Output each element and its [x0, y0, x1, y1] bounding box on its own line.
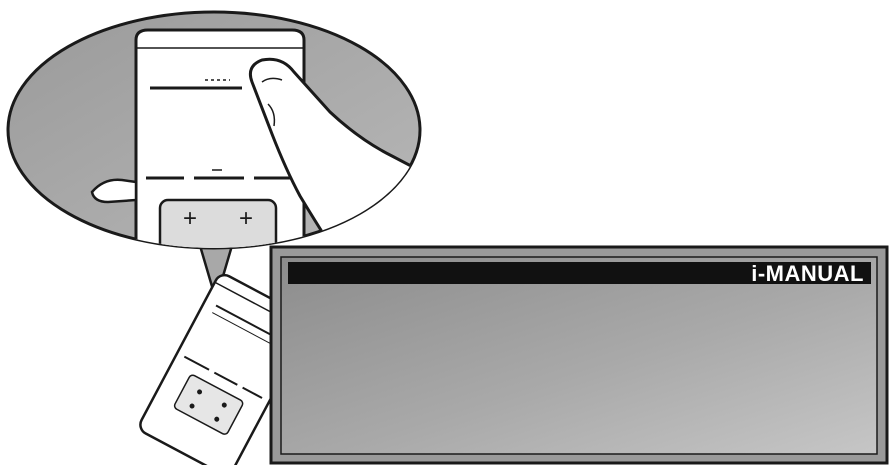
plus-button-left: + [183, 205, 197, 232]
i-manual-banner-text: i-MANUAL [751, 261, 864, 286]
tv-screen [281, 257, 877, 454]
television: i-MANUAL [271, 247, 887, 463]
plus-button-right: + [239, 205, 253, 232]
